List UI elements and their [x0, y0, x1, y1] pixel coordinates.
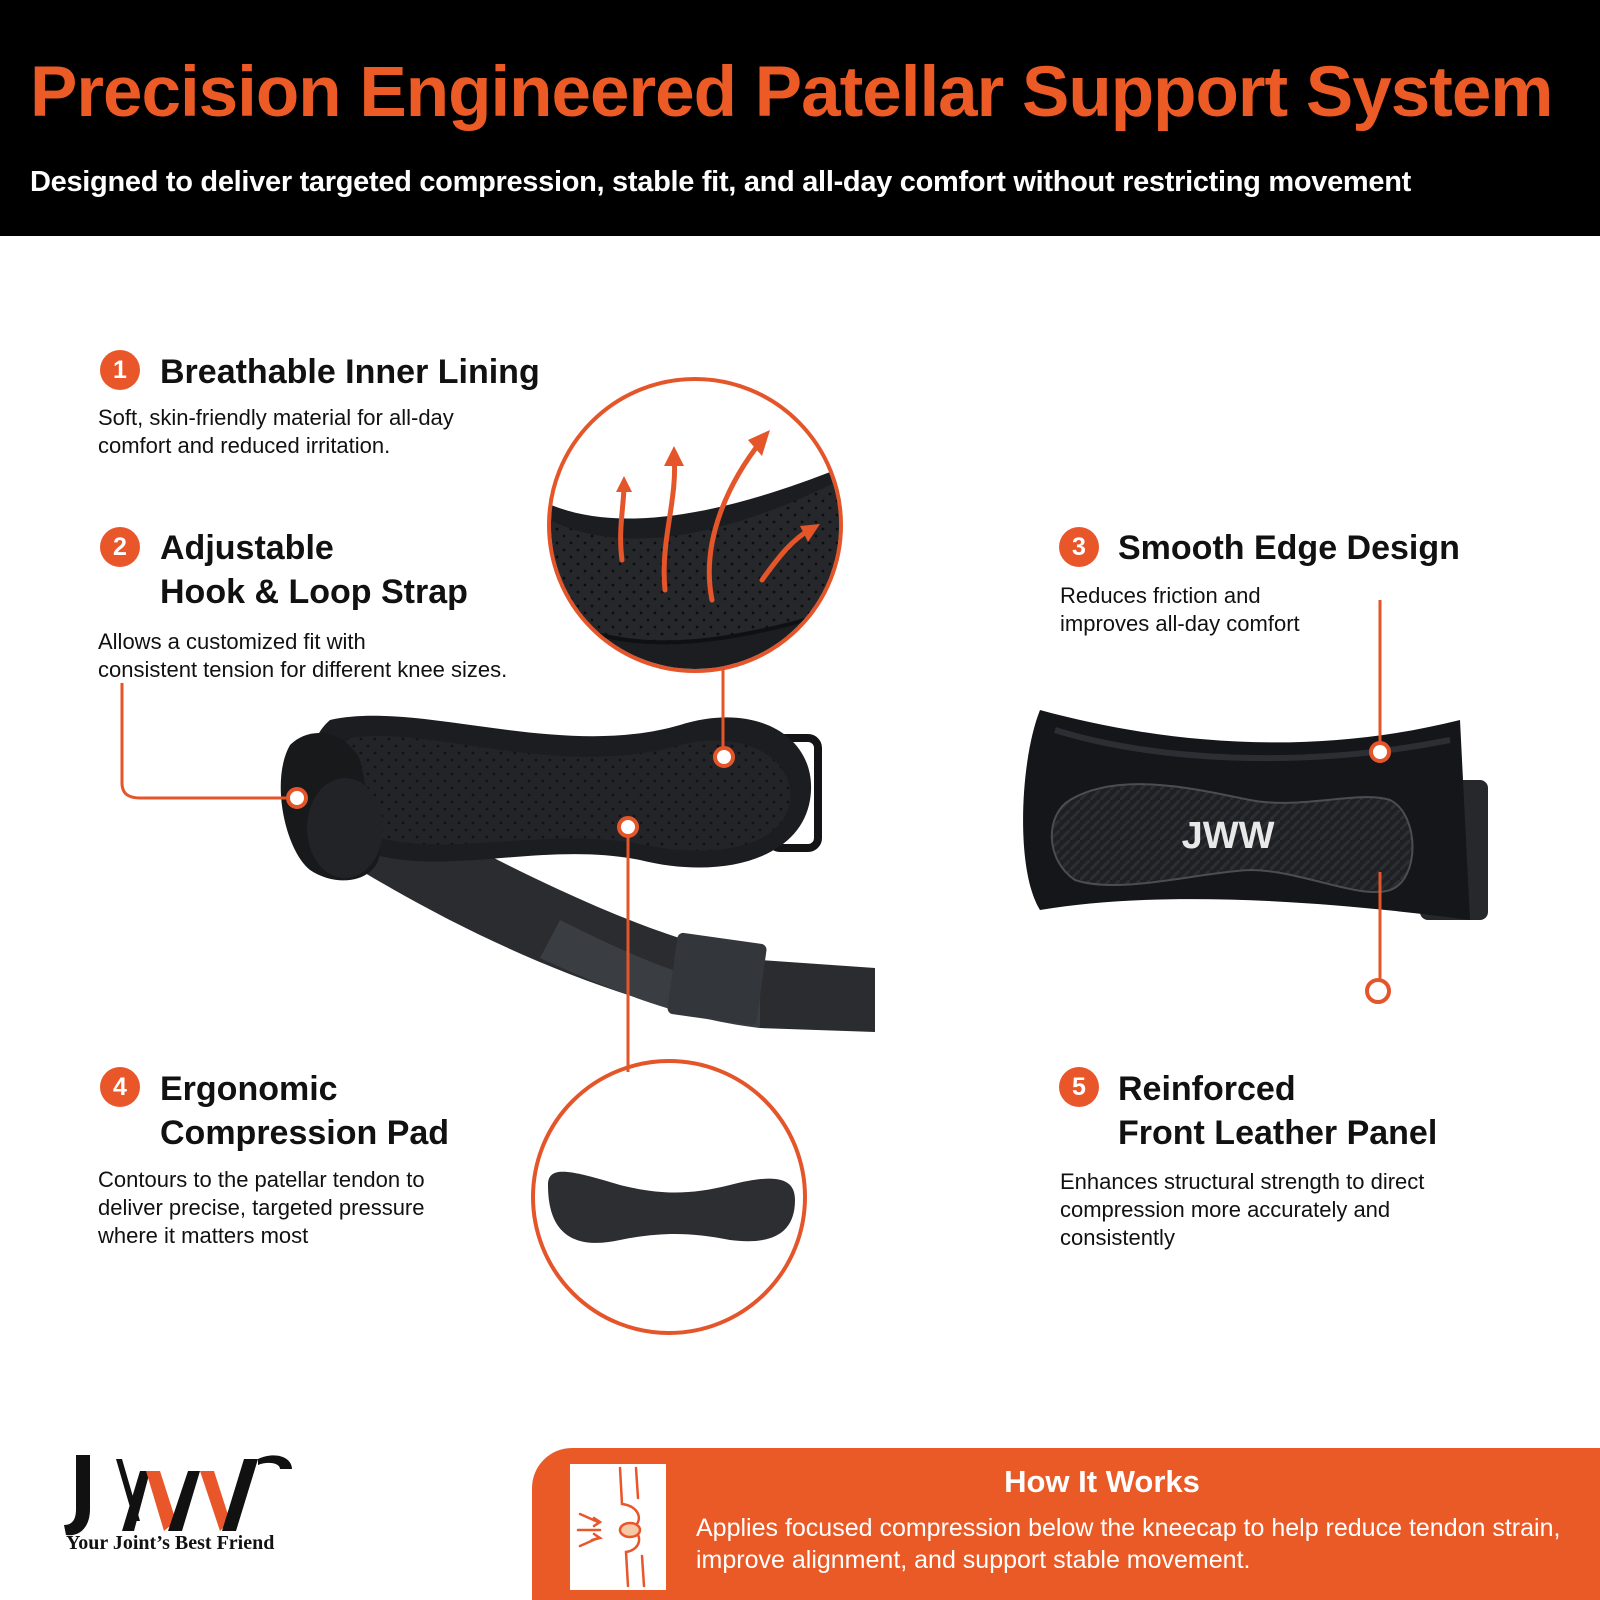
compression-pad-closeup	[548, 1171, 795, 1243]
feature-description-line: consistently	[1060, 1225, 1175, 1250]
feature-description-line: Contours to the patellar tendon to	[98, 1167, 425, 1192]
feature-number-badge: 5	[1059, 1067, 1099, 1107]
page-subtitle: Designed to deliver targeted compression…	[30, 166, 1411, 198]
feature-description-line: comfort and reduced irritation.	[98, 433, 391, 458]
strap-logo-text: JWW	[1182, 815, 1275, 857]
feature-description-line: Enhances structural strength to direct	[1060, 1169, 1425, 1194]
feature-number-badge: 2	[100, 527, 140, 567]
knee-strap-main	[280, 715, 875, 1032]
knee-joint-icon	[570, 1464, 666, 1590]
how-it-works-text: Applies focused compression below the kn…	[696, 1512, 1596, 1576]
callout-dots	[286, 741, 1391, 1004]
how-it-works-banner: How It Works Applies focused compression…	[532, 1448, 1600, 1600]
feature-title: Hook & Loop Strap	[160, 573, 468, 611]
feature-description-line: where it matters most	[98, 1223, 309, 1248]
page-title: Precision Engineered Patellar Support Sy…	[30, 53, 1553, 132]
brand-logo	[64, 1455, 292, 1536]
feature-title: Smooth Edge Design	[1118, 529, 1460, 567]
feature-description-line: deliver precise, targeted pressure	[98, 1195, 425, 1220]
how-it-works-line: Applies focused compression below the kn…	[696, 1514, 1561, 1542]
feature-description-line: consistent tension for different knee si…	[98, 657, 508, 682]
callout-lines	[120, 600, 1382, 1072]
feature-description-line: improves all-day comfort	[1060, 611, 1300, 636]
feature-number-badge: 4	[100, 1067, 140, 1107]
how-it-works-title: How It Works	[1004, 1464, 1200, 1499]
feature-description-line: Soft, skin-friendly material for all-day	[98, 405, 454, 430]
feature-number-badge: 3	[1059, 527, 1099, 567]
feature-title: Adjustable	[160, 529, 334, 567]
feature-title: Compression Pad	[160, 1114, 450, 1152]
feature-number-badge: 1	[100, 350, 140, 390]
feature-title: Breathable Inner Lining	[160, 353, 540, 391]
feature-description-line: compression more accurately and	[1060, 1197, 1391, 1222]
feature-title: Front Leather Panel	[1118, 1114, 1438, 1152]
feature-description-line: Allows a customized fit with	[98, 629, 366, 654]
feature-title: Reinforced	[1118, 1070, 1296, 1108]
feature-title: Ergonomic	[160, 1070, 338, 1108]
header-banner: Precision Engineered Patellar Support Sy…	[0, 0, 1600, 236]
brand-tagline: Your Joint’s Best Friend	[66, 1532, 275, 1554]
how-it-works-line: improve alignment, and support stable mo…	[696, 1546, 1251, 1574]
feature-description-line: Reduces friction and	[1060, 583, 1261, 608]
knee-strap-front: JWW	[1023, 710, 1488, 920]
